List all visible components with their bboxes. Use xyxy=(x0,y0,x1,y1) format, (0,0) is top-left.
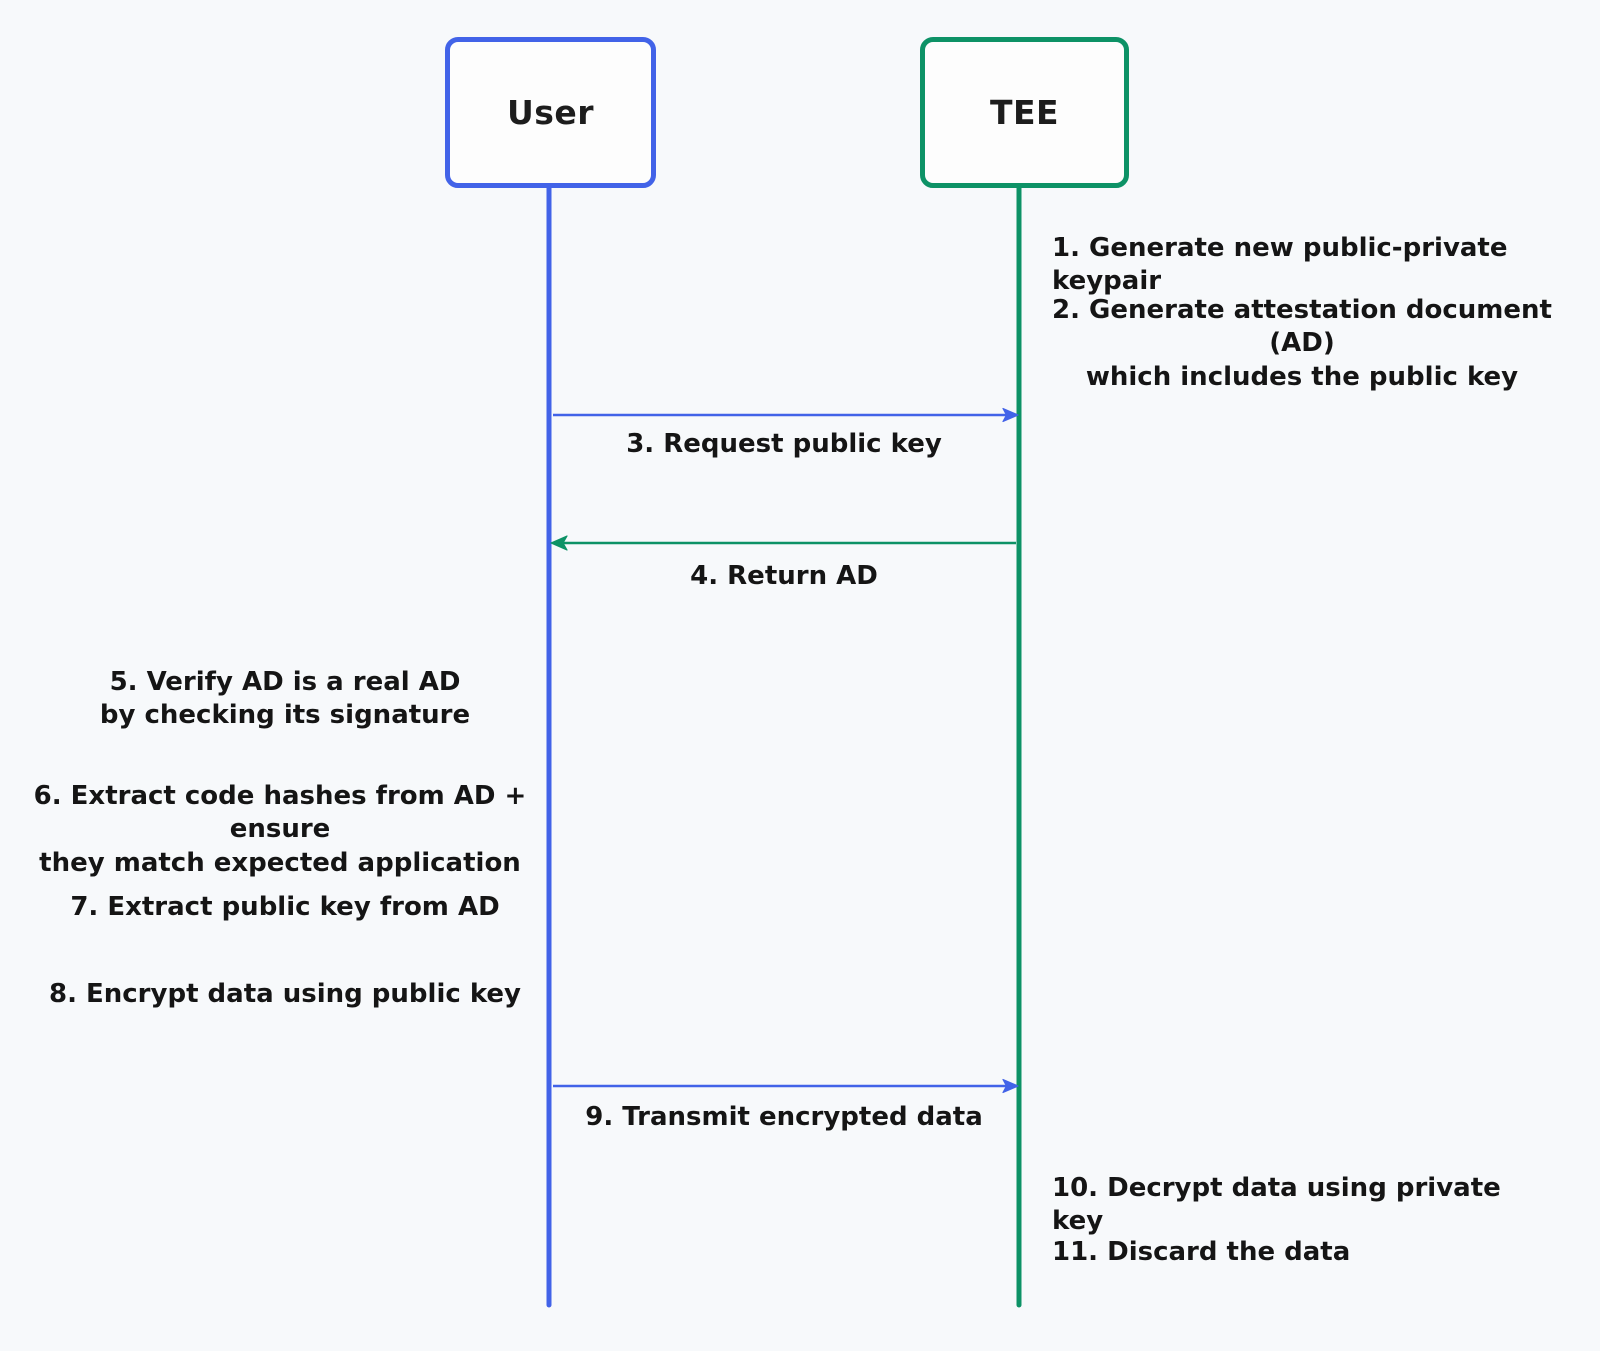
message-arrow-4 xyxy=(550,535,1016,551)
note-step-2: 2. Generate attestation document (AD) wh… xyxy=(1052,295,1552,392)
note-step-1: 1. Generate new public-private keypair xyxy=(1052,233,1508,297)
message-label-4: 4. Return AD xyxy=(690,561,878,591)
note-step-11: 11. Discard the data xyxy=(1052,1237,1351,1267)
actor-box-user[interactable]: User xyxy=(445,37,656,188)
actor-box-tee[interactable]: TEE xyxy=(920,37,1129,188)
note-step-5: 5. Verify AD is a real AD by checking it… xyxy=(99,667,471,731)
note-step-10: 10. Decrypt data using private key xyxy=(1052,1173,1501,1237)
message-arrow-3 xyxy=(553,407,1019,423)
message-label-3: 3. Request public key xyxy=(626,429,942,459)
message-label-9: 9. Transmit encrypted data xyxy=(585,1102,983,1132)
actor-label-tee: TEE xyxy=(989,93,1060,132)
actor-label-user: User xyxy=(506,93,595,132)
note-step-7: 7. Extract public key from AD xyxy=(70,892,500,922)
message-arrow-9 xyxy=(553,1078,1019,1094)
note-step-6: 6. Extract code hashes from AD + ensure … xyxy=(33,781,527,878)
note-step-8: 8. Encrypt data using public key xyxy=(48,979,521,1009)
